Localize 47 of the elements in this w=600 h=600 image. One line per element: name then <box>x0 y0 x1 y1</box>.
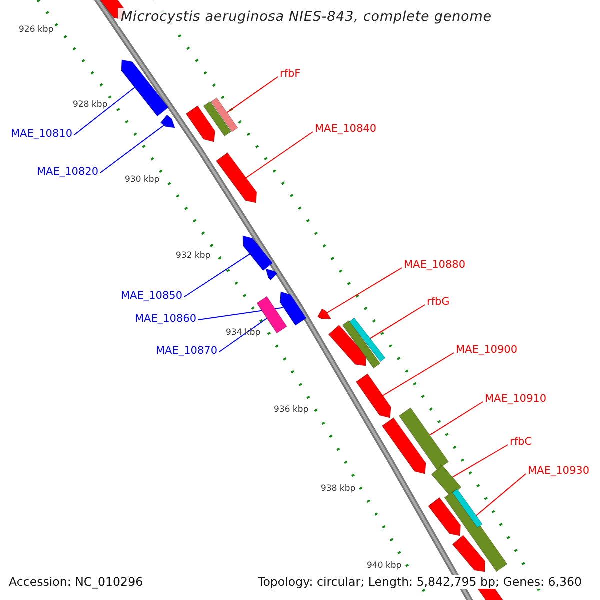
gene-feature <box>431 465 462 497</box>
gene-feature <box>121 60 169 117</box>
gene-label: MAE_10880 <box>404 259 466 271</box>
leader-line <box>370 304 426 340</box>
gene-feature <box>342 318 386 369</box>
scale-label: 938 kbp <box>321 484 356 494</box>
leader-line <box>246 132 314 178</box>
gene-label: rfbG <box>427 296 450 308</box>
leader-line <box>74 87 136 136</box>
leader-line <box>452 444 508 478</box>
leader-line <box>219 318 268 352</box>
gene-feature <box>242 236 274 272</box>
gene-feature <box>216 152 258 204</box>
scale-label: 936 kbp <box>274 405 309 415</box>
leader-line <box>382 352 454 396</box>
scale-label: 940 kbp <box>367 561 402 571</box>
gene-feature <box>398 408 450 470</box>
gene-label: rfbF <box>280 68 301 80</box>
leader-line <box>226 76 278 114</box>
leader-line <box>326 268 402 314</box>
gene-feature <box>356 374 392 418</box>
gene-label: MAE_10820 <box>37 166 99 178</box>
gene-label: MAE_10850 <box>121 290 183 302</box>
gene-label: MAE_10840 <box>315 123 377 135</box>
gene-label: MAE_10870 <box>156 345 218 357</box>
scale-label: 928 kbp <box>73 100 108 110</box>
leader-line <box>476 474 526 516</box>
gene-label: MAE_10810 <box>11 128 73 140</box>
gene-feature <box>444 488 508 572</box>
gene-label: MAE_10860 <box>135 313 197 325</box>
leader-line <box>184 254 250 298</box>
gene-label: MAE_10930 <box>528 465 590 477</box>
gene-feature <box>160 114 176 128</box>
leader-line <box>429 402 484 436</box>
gene-label: MAE_10900 <box>456 344 518 356</box>
leader-line <box>100 125 164 174</box>
footer-text: Accession: NC_010296 <box>7 575 146 589</box>
scale-label: 926 kbp <box>19 25 54 35</box>
gene-label: MAE_10910 <box>485 393 547 405</box>
gene-feature <box>203 98 238 137</box>
gene-feature <box>317 308 332 320</box>
footer-text: Topology: circular; Length: 5,842,795 bp; Genes: 6,360 <box>256 575 584 589</box>
scale-label: 934 kbp <box>226 328 261 338</box>
scale-label: 932 kbp <box>176 251 211 261</box>
scale-label: 930 kbp <box>125 175 160 185</box>
gene-label: rfbC <box>510 436 532 448</box>
gene-feature <box>280 292 307 326</box>
